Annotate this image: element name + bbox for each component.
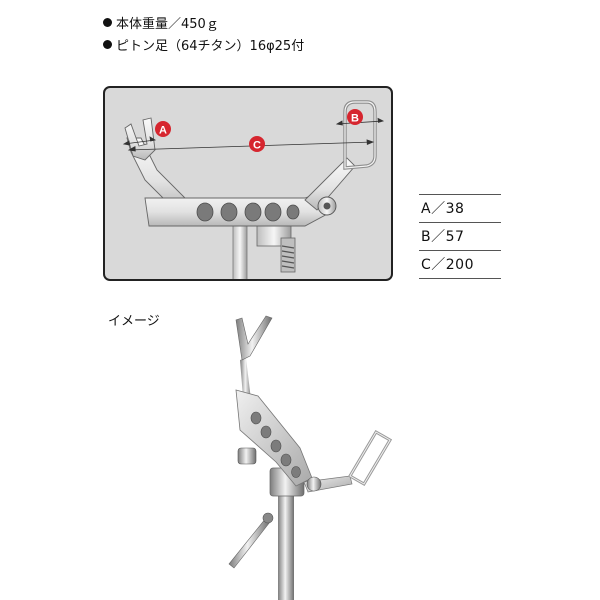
spec-weight: 本体重量／450ｇ bbox=[103, 14, 304, 36]
dimension-diagram: A C B bbox=[103, 86, 393, 281]
left-knob-shape bbox=[237, 447, 257, 465]
product-photo bbox=[228, 315, 393, 600]
bullet-icon bbox=[103, 40, 112, 49]
svg-text:B: B bbox=[351, 113, 359, 125]
marker-c: C bbox=[249, 136, 265, 152]
pole-shape bbox=[278, 490, 294, 600]
dimension-row-a: A／38 bbox=[419, 194, 501, 222]
spec-list: 本体重量／450ｇ ピトン足（64チタン）16φ25付 bbox=[103, 14, 304, 58]
post-shape bbox=[232, 217, 248, 279]
image-label: イメージ bbox=[108, 314, 160, 329]
svg-text:A: A bbox=[159, 125, 167, 137]
marker-a: A bbox=[155, 121, 171, 137]
dimension-row-b: B／57 bbox=[419, 222, 501, 250]
spec-piton: ピトン足（64チタン）16φ25付 bbox=[103, 36, 304, 58]
bullet-icon bbox=[103, 18, 112, 27]
spec-weight-text: 本体重量／450ｇ bbox=[116, 17, 219, 32]
fork-shape bbox=[235, 315, 273, 361]
wire-loop-photo-shape bbox=[347, 429, 393, 487]
right-knob-shape bbox=[306, 476, 322, 492]
marker-b: B bbox=[347, 109, 363, 125]
holder-diagram-svg: A C B bbox=[122, 100, 385, 279]
svg-text:C: C bbox=[253, 140, 261, 152]
side-leg-shape bbox=[228, 517, 271, 569]
spec-piton-text: ピトン足（64チタン）16φ25付 bbox=[116, 39, 305, 54]
dimension-table: A／38 B／57 C／200 bbox=[419, 194, 501, 279]
dimension-row-c: C／200 bbox=[419, 250, 501, 279]
